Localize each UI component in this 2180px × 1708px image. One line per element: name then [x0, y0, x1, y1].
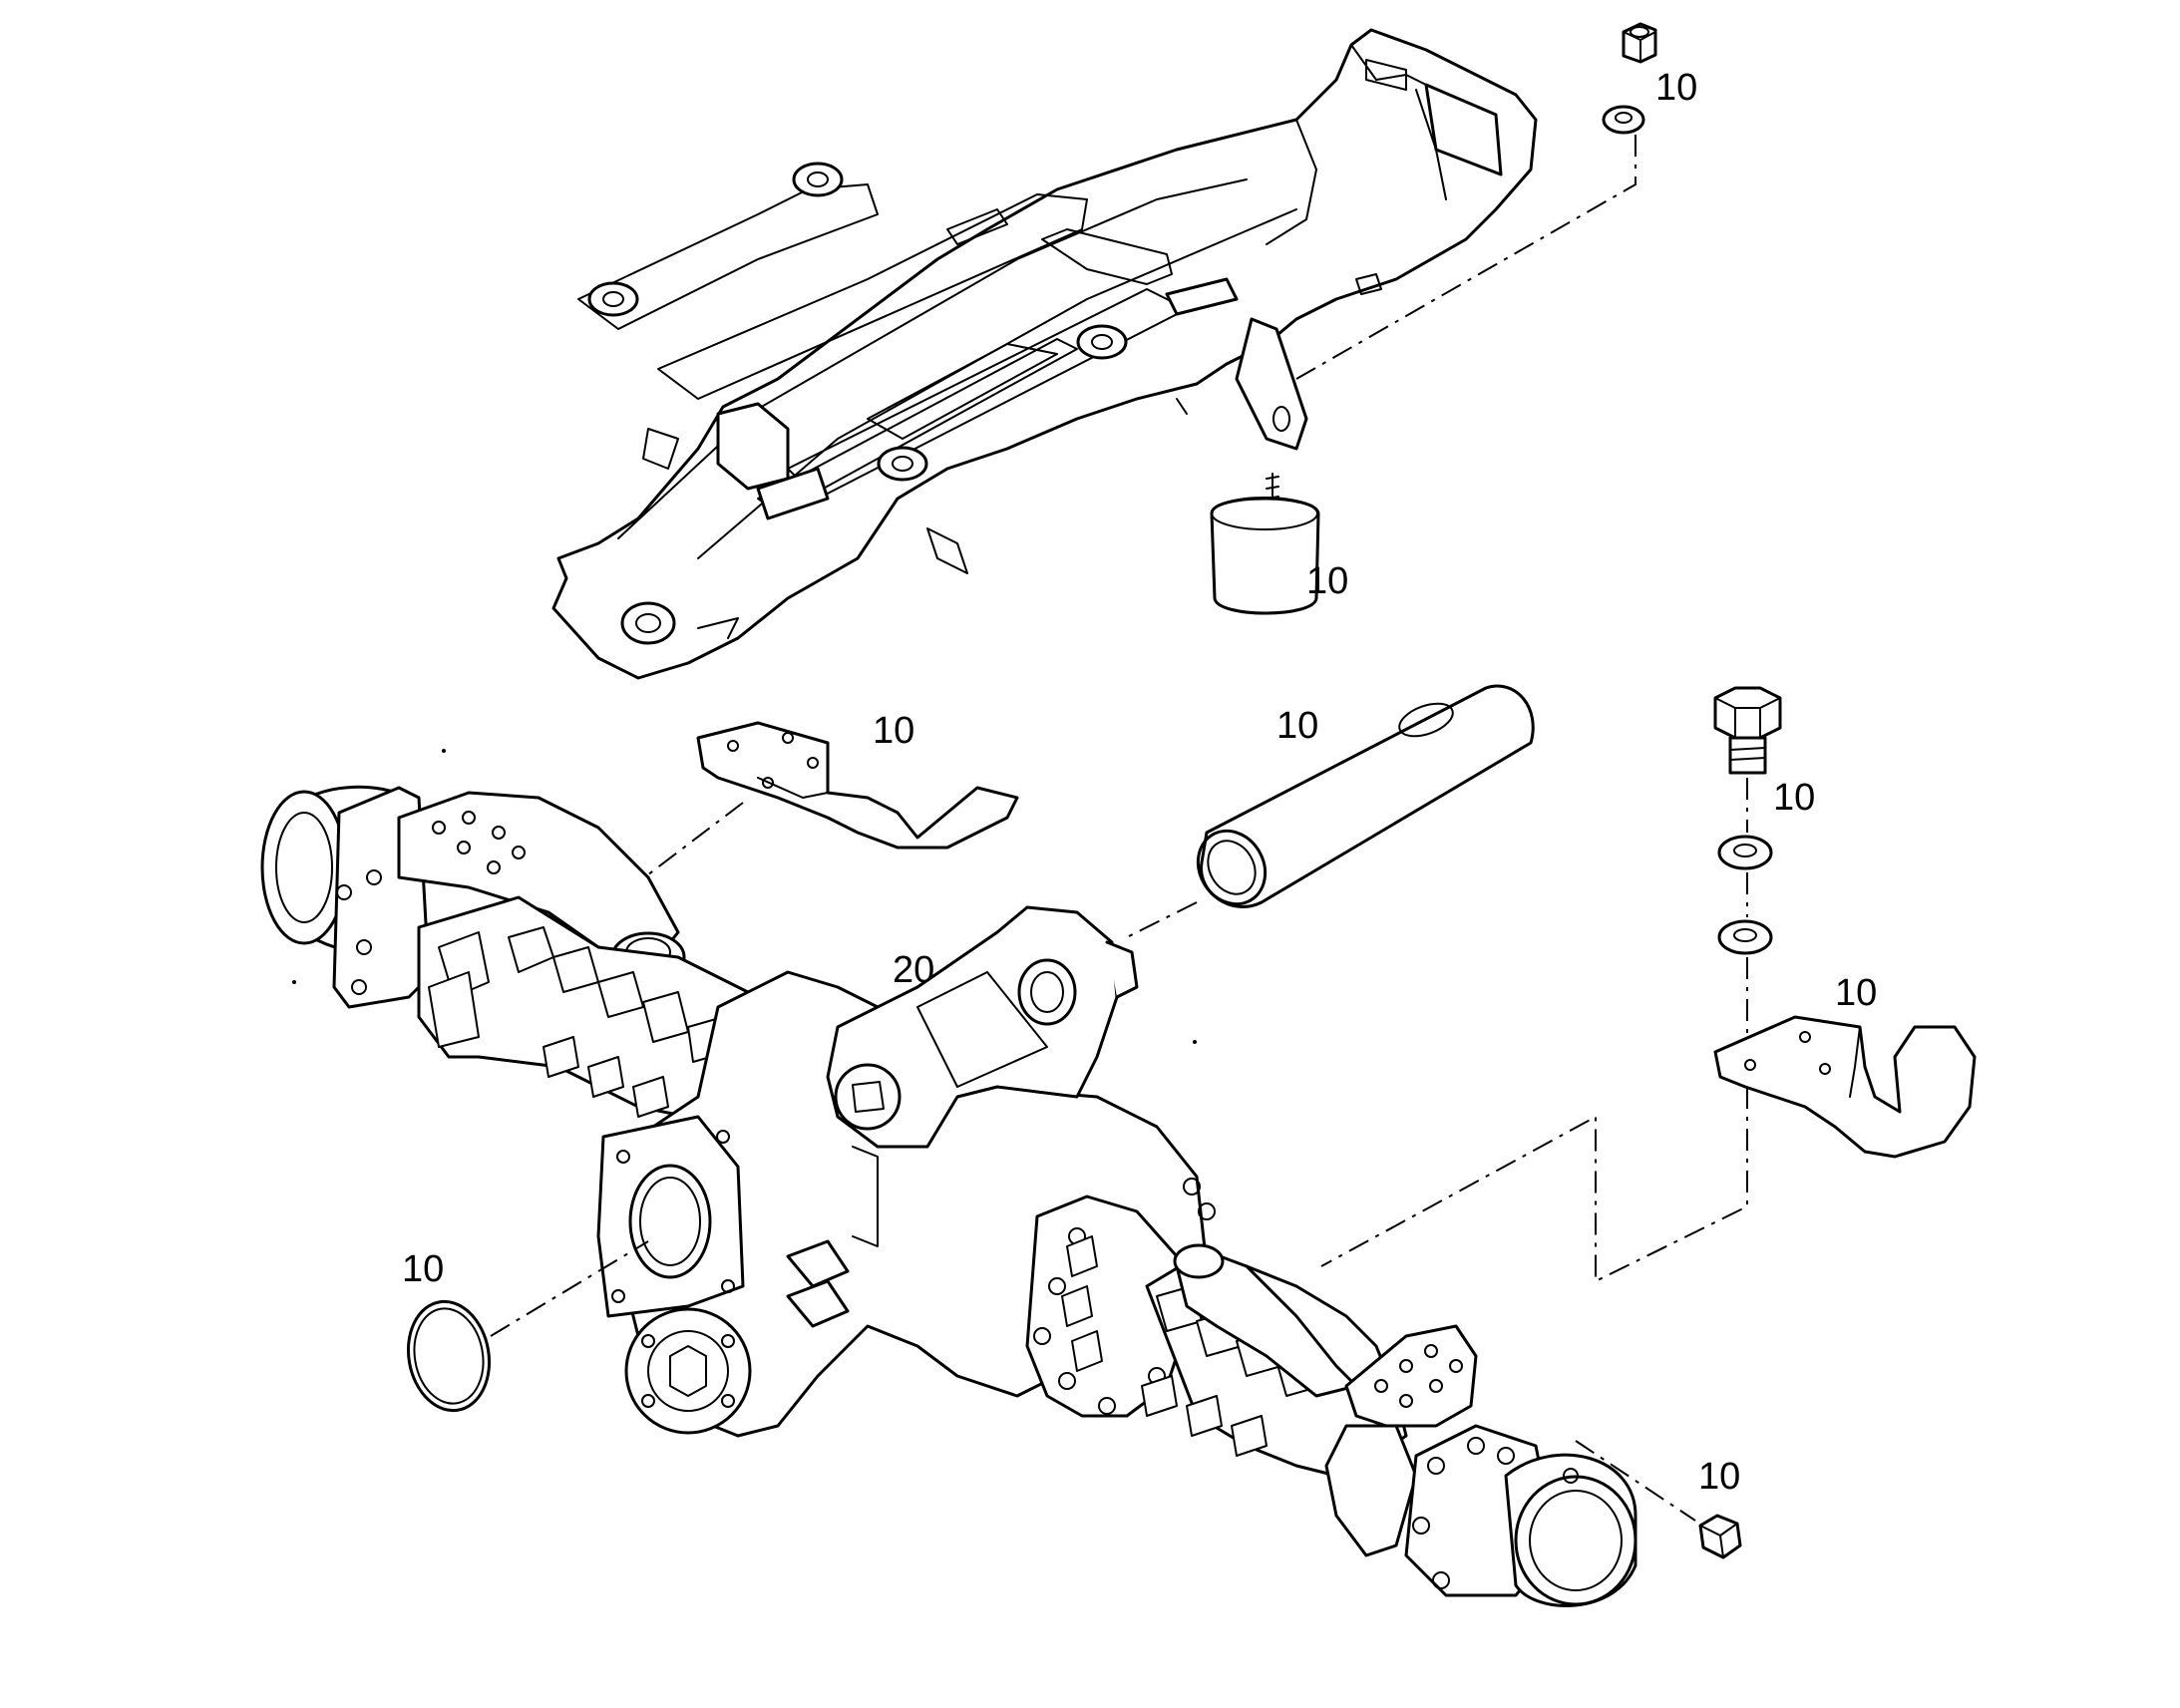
leader-nut-top [1295, 135, 1636, 380]
callout-nut-top: 10 [1655, 67, 1697, 109]
washer-lower [1717, 919, 1773, 955]
leader-bracket-right [1320, 1087, 1748, 1283]
callout-axle: 20 [893, 949, 934, 991]
o-ring [406, 1299, 492, 1413]
washer-upper [1717, 835, 1773, 870]
pivot-pin [1196, 684, 1535, 908]
callout-o-ring: 10 [402, 1248, 444, 1290]
washer-top [1602, 105, 1645, 135]
nut-top [1622, 22, 1657, 64]
callout-bumper: 10 [1306, 560, 1348, 602]
callout-pin: 10 [1276, 705, 1318, 747]
callout-bracket-left: 10 [873, 710, 914, 752]
leader-pin [1126, 901, 1198, 938]
axle-assembly [260, 785, 1637, 1607]
wheel-nut [1698, 1514, 1742, 1559]
leader-o-ring [490, 1240, 649, 1337]
bolt [1713, 686, 1782, 775]
callout-nut-bottom: 10 [1698, 1456, 1740, 1498]
frame [551, 28, 1538, 680]
mounting-bracket-right [1713, 1015, 1977, 1159]
rubber-bumper [1210, 473, 1320, 615]
callout-bracket-right: 10 [1835, 972, 1877, 1014]
mounting-bracket-left [696, 721, 1019, 850]
callout-bolt: 10 [1773, 777, 1815, 819]
leader-nut-bottom [1575, 1440, 1696, 1522]
